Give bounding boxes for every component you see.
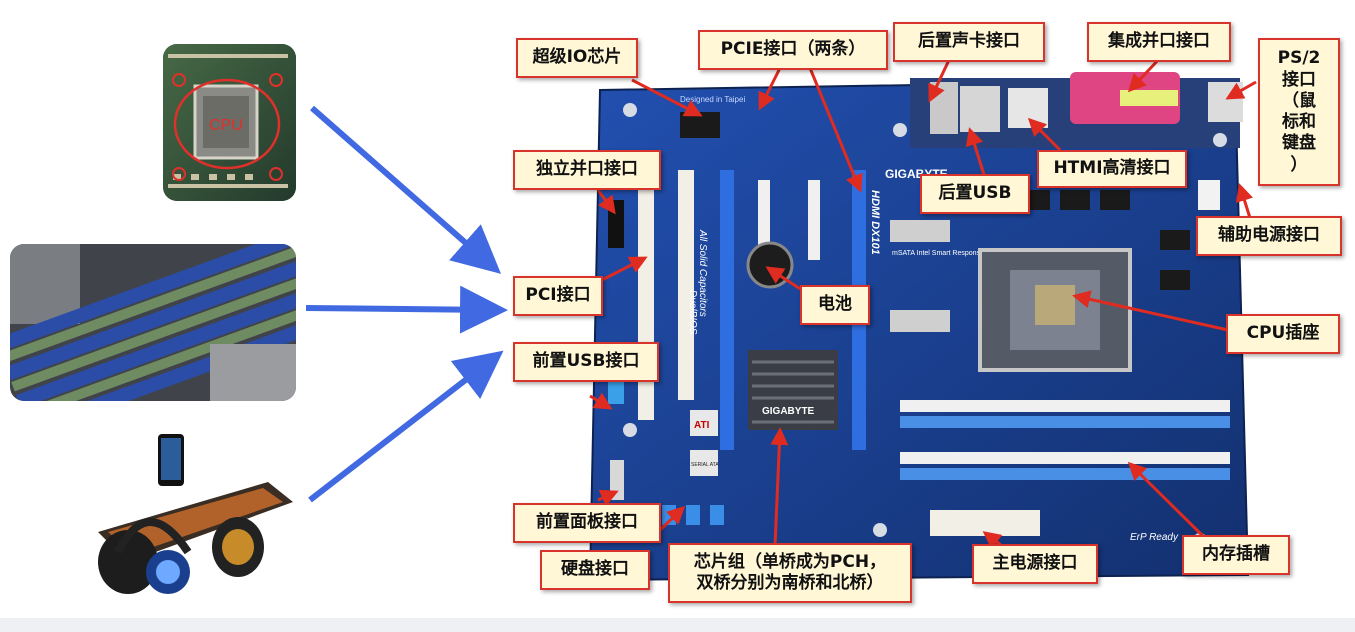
pcie-slot-1 xyxy=(720,170,734,450)
dimm-slot-4 xyxy=(900,468,1230,480)
dualbios-label: DualBIOS xyxy=(687,290,698,335)
dimm-slot-3 xyxy=(900,452,1230,464)
callout-chipset: 芯片组（单桥成为PCH， 双桥分别为南桥和北桥） xyxy=(668,543,912,603)
memory-slots-image xyxy=(10,244,296,401)
callout-memory-slots: 内存插槽 xyxy=(1182,535,1290,575)
callout-rear-audio: 后置声卡接口 xyxy=(893,22,1045,62)
peripherals-thumbnail xyxy=(88,432,296,602)
callout-aux-power: 辅助电源接口 xyxy=(1196,216,1342,256)
callout-super-io: 超级IO芯片 xyxy=(516,38,638,78)
sata-logo: SERIAL ATA xyxy=(691,462,719,468)
audio-port xyxy=(930,82,958,134)
usb-lan-port xyxy=(1008,88,1048,128)
rear-usb-port xyxy=(960,86,1000,132)
cmos-battery xyxy=(746,241,794,289)
callout-rear-usb: 后置USB xyxy=(920,174,1030,214)
callout-pcie: PCIE接口（两条） xyxy=(698,30,888,70)
dimm-slot-1 xyxy=(900,400,1230,412)
callout-parallel-integrated: 集成并口接口 xyxy=(1087,22,1231,62)
callout-hdmi: HTMI高清接口 xyxy=(1037,150,1187,188)
memory-thumbnail xyxy=(10,244,296,401)
cpu-thumbnail: CPU xyxy=(163,44,296,201)
callout-main-power: 主电源接口 xyxy=(972,544,1098,584)
ati-logo: ATI xyxy=(694,420,710,431)
pci-slot-2 xyxy=(678,170,694,400)
model-label: HDMI DX101 xyxy=(869,190,881,255)
bottom-strip xyxy=(0,618,1355,632)
arrow-cpu xyxy=(310,105,502,274)
super-io-chip xyxy=(680,112,720,138)
series-label: All Solid Capacitors xyxy=(697,229,708,317)
callout-battery: 电池 xyxy=(800,285,870,325)
callout-cpu-socket: CPU插座 xyxy=(1226,314,1340,354)
msata-label: mSATA Intel Smart Response Technology xyxy=(892,250,1022,257)
cpu-thumbnail-label: CPU xyxy=(209,117,243,134)
aux-power-connector xyxy=(1198,180,1220,210)
cpu-board-image: CPU xyxy=(163,44,296,201)
pcie-x1-slot-1 xyxy=(758,180,770,260)
pcie-x1-slot-2 xyxy=(808,180,820,260)
callout-hdd: 硬盘接口 xyxy=(540,550,650,590)
heatsink-label: GIGABYTE xyxy=(762,406,815,417)
pci-slot-1 xyxy=(638,190,654,420)
dimm-slot-2 xyxy=(900,416,1230,428)
motherboard-image: Designed in Taipei GIGABYTE All Solid Ca… xyxy=(580,70,1255,590)
callout-front-panel: 前置面板接口 xyxy=(513,503,661,543)
ps2-port xyxy=(1208,82,1243,122)
sata-port-2 xyxy=(686,505,700,525)
callout-front-usb: 前置USB接口 xyxy=(513,342,659,382)
erp-label: ErP Ready xyxy=(1130,532,1179,543)
callout-pci: PCI接口 xyxy=(513,276,603,316)
arrow-peripherals xyxy=(308,350,504,503)
sata-port-3 xyxy=(710,505,724,525)
callout-ps2: PS/2 接口 （鼠 标和 键盘 ） xyxy=(1258,38,1340,186)
front-panel-header xyxy=(610,460,624,500)
arrow-memory xyxy=(305,285,508,334)
sata-port-1 xyxy=(662,505,676,525)
callout-standalone-parallel: 独立并口接口 xyxy=(513,150,661,190)
parallel-header xyxy=(608,200,624,248)
keyboard-headset-image xyxy=(88,432,296,602)
designed-label: Designed in Taipei xyxy=(680,95,745,104)
atx-power-connector xyxy=(930,510,1040,536)
